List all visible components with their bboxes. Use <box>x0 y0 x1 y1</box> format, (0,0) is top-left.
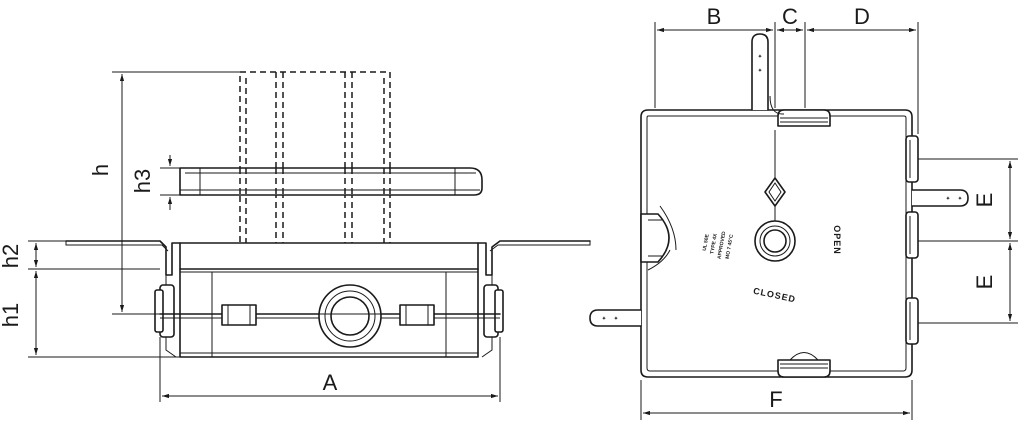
label-E-lower: E <box>972 275 997 290</box>
dimension-h2: h2 <box>0 240 160 270</box>
label-A: A <box>323 370 338 395</box>
dimension-D: D <box>807 4 919 134</box>
phantom-extension <box>239 71 391 248</box>
approval-line-2: TYPE 4X <box>709 233 719 255</box>
box-body <box>154 242 504 358</box>
label-h: h <box>88 164 113 176</box>
left-clamp <box>221 304 257 326</box>
top-hub <box>769 95 831 127</box>
dimension-E-lower: E <box>918 243 1018 324</box>
top-mounting-tab: ✦ ✦ <box>751 33 769 111</box>
dimension-C: C <box>777 4 806 108</box>
right-clamp <box>399 304 435 326</box>
approval-line-1: UL 50E <box>702 233 711 251</box>
label-D: D <box>854 4 870 29</box>
center-hub <box>317 284 383 348</box>
approval-line-4: MO 7 45°C <box>725 234 735 260</box>
svg-text:✦: ✦ <box>758 54 762 60</box>
label-F: F <box>769 387 782 412</box>
svg-text:✦: ✦ <box>758 68 762 74</box>
dimension-h3: h3 <box>130 155 180 210</box>
dimension-h1: h1 <box>0 271 180 358</box>
cover-plate <box>179 167 483 196</box>
dimension-B: B <box>654 4 776 108</box>
label-h1: h1 <box>0 303 23 327</box>
svg-text:✦: ✦ <box>614 316 618 322</box>
right-hubs <box>905 135 919 345</box>
label-h3: h3 <box>130 169 155 193</box>
mounting-brackets <box>65 240 591 358</box>
right-mounting-tab: ✦ ✦ <box>911 189 969 207</box>
dimension-F: F <box>640 380 913 420</box>
svg-text:✦: ✦ <box>958 196 962 202</box>
approval-text: UL 50E TYPE 4X APPROVED MO 7 45°C <box>702 231 735 260</box>
label-E-upper: E <box>972 193 997 208</box>
dimension-E-upper: E <box>918 158 1018 242</box>
dimension-h: h <box>88 71 240 315</box>
bottom-hub <box>777 352 831 378</box>
top-view: ✦ ✦ ✦ ✦ <box>589 4 1018 420</box>
approval-line-3: APPROVED <box>717 231 728 260</box>
side-view: h h3 h2 h1 A <box>0 71 591 402</box>
svg-text:✦: ✦ <box>602 316 606 322</box>
dimension-A: A <box>159 337 501 402</box>
left-hub <box>640 205 677 271</box>
label-h2: h2 <box>0 244 23 268</box>
left-mounting-tab: ✦ ✦ <box>589 309 642 327</box>
center-cap <box>754 130 796 262</box>
label-C: C <box>782 4 798 29</box>
label-B: B <box>707 4 722 29</box>
svg-text:✦: ✦ <box>946 196 950 202</box>
label-open: OPEN <box>832 225 842 255</box>
